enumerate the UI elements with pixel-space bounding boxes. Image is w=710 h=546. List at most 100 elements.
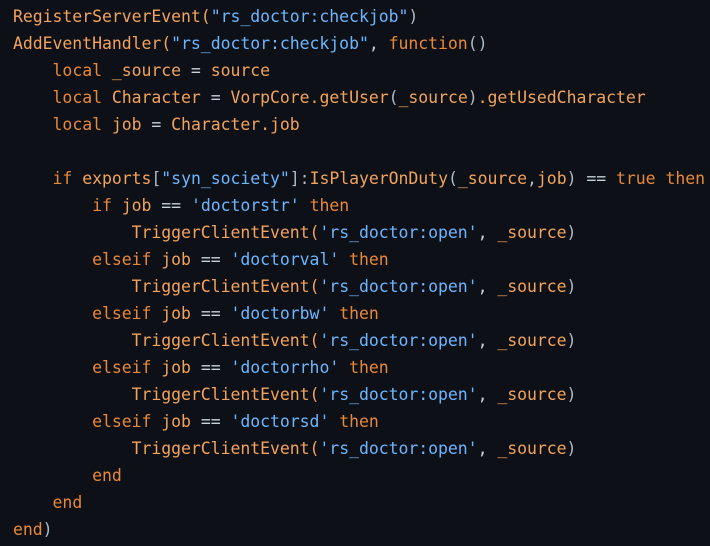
punctuation: (): [467, 34, 488, 53]
whitespace: [339, 358, 349, 377]
identifier: _source: [398, 88, 468, 107]
identifier: TriggerClientEvent: [131, 277, 310, 296]
punctuation: (: [447, 169, 458, 188]
whitespace: [13, 250, 92, 269]
identifier: _source: [497, 439, 567, 458]
string-literal: 'doctorrho': [230, 358, 340, 377]
code-line: elseif job == 'doctorval' then: [13, 246, 705, 273]
keyword: local: [52, 88, 102, 107]
whitespace: [300, 196, 310, 215]
whitespace: [339, 250, 349, 269]
identifier: RegisterServerEvent: [13, 7, 201, 26]
string-literal: 'doctorbw': [230, 304, 330, 323]
identifier: (: [309, 331, 320, 350]
whitespace: [13, 493, 53, 512]
code-line: end: [13, 489, 705, 516]
keyword: then: [665, 169, 705, 188]
keyword: local: [52, 115, 102, 134]
identifier: (: [309, 439, 320, 458]
code-line: end: [13, 462, 705, 489]
whitespace: [13, 304, 92, 323]
operator: =: [141, 115, 172, 134]
identifier: job: [121, 196, 152, 215]
operator: ,: [477, 223, 498, 242]
identifier: job: [161, 304, 191, 323]
whitespace: [13, 88, 53, 107]
whitespace: [656, 169, 666, 188]
identifier: (: [309, 277, 320, 296]
code-line: TriggerClientEvent('rs_doctor:open', _so…: [13, 273, 705, 300]
punctuation: ): [566, 223, 577, 242]
string-literal: "syn_society": [161, 169, 290, 188]
whitespace: [13, 223, 132, 242]
string-literal: 'rs_doctor:open': [319, 223, 478, 242]
whitespace: [329, 304, 339, 323]
punctuation: ]:: [289, 169, 310, 188]
keyword: end: [13, 520, 43, 539]
code-line: local job = Character.job: [13, 111, 705, 138]
code-line: elseif job == 'doctorrho' then: [13, 354, 705, 381]
code-line: local _source = source: [13, 57, 705, 84]
whitespace: [13, 358, 92, 377]
identifier: AddEventHandler: [13, 34, 162, 53]
punctuation: ): [566, 277, 577, 296]
whitespace: [13, 466, 92, 485]
identifier: IsPlayerOnDuty: [309, 169, 448, 188]
identifier: (: [200, 7, 211, 26]
identifier: job: [161, 412, 191, 431]
keyword: then: [349, 250, 389, 269]
code-line: TriggerClientEvent('rs_doctor:open', _so…: [13, 327, 705, 354]
string-literal: 'doctorsd': [230, 412, 330, 431]
code-line: if exports["syn_society"]:IsPlayerOnDuty…: [13, 165, 706, 192]
identifier: job: [161, 250, 191, 269]
keyword: end: [52, 493, 83, 512]
string-literal: 'rs_doctor:open': [319, 385, 478, 404]
whitespace: [151, 412, 161, 431]
whitespace: [13, 331, 132, 350]
code-line: elseif job == 'doctorbw' then: [13, 300, 705, 327]
string-literal: 'doctorval': [230, 250, 340, 269]
code-line: end): [13, 516, 705, 543]
whitespace: [13, 439, 132, 458]
identifier: (: [309, 385, 320, 404]
code-block: RegisterServerEvent("rs_doctor:checkjob"…: [13, 3, 705, 543]
punctuation: [: [151, 169, 162, 188]
identifier: _source: [457, 169, 528, 188]
punctuation: ): [408, 7, 419, 26]
identifier: job: [536, 169, 567, 188]
operator: ==: [151, 196, 191, 215]
keyword: then: [339, 412, 379, 431]
identifier: _source: [497, 385, 567, 404]
identifier: _source: [497, 331, 567, 350]
keyword: if: [52, 169, 73, 188]
identifier: Character: [111, 88, 201, 107]
punctuation: ): [467, 88, 478, 107]
operator: ==: [576, 169, 617, 188]
whitespace: [13, 196, 92, 215]
identifier: job: [111, 115, 142, 134]
whitespace: [13, 169, 53, 188]
code-line: elseif job == 'doctorsd' then: [13, 408, 705, 435]
punctuation: ,: [527, 169, 537, 188]
string-literal: 'rs_doctor:open': [319, 331, 478, 350]
whitespace: [151, 358, 161, 377]
identifier: _source: [497, 223, 567, 242]
keyword: elseif: [92, 412, 152, 431]
identifier: TriggerClientEvent: [131, 385, 310, 404]
string-literal: "rs_doctor:checkjob": [171, 34, 369, 53]
operator: ,: [477, 439, 498, 458]
identifier: exports: [82, 169, 152, 188]
whitespace: [151, 304, 161, 323]
operator: ==: [190, 358, 231, 377]
identifier: job: [161, 358, 191, 377]
keyword: then: [349, 358, 389, 377]
identifier: VorpCore.getUser: [230, 88, 389, 107]
whitespace: [13, 61, 53, 80]
whitespace: [151, 250, 161, 269]
identifier: TriggerClientEvent: [131, 223, 310, 242]
identifier: (: [161, 34, 172, 53]
whitespace: [102, 115, 112, 134]
keyword: elseif: [92, 250, 152, 269]
string-literal: 'doctorstr': [190, 196, 300, 215]
string-literal: 'rs_doctor:open': [319, 439, 478, 458]
